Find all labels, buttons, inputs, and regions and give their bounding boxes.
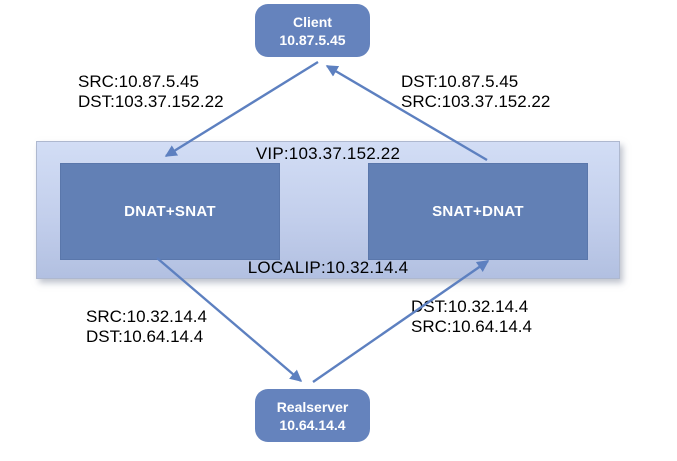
packet-label-line: DST:10.32.14.4 [411,297,529,316]
packet-label-line: DST:10.87.5.45 [401,72,519,91]
packet-label-realserver-to-lb: DST:10.32.14.4 SRC:10.64.14.4 [411,297,532,337]
realserver-node-ip: 10.64.14.4 [279,416,346,433]
packet-label-line: SRC:103.37.152.22 [401,92,551,111]
packet-label-lb-to-client: DST:10.87.5.45 SRC:103.37.152.22 [401,72,550,112]
packet-label-lb-to-realserver: SRC:10.32.14.4 DST:10.64.14.4 [86,307,207,347]
packet-label-client-to-lb: SRC:10.87.5.45 DST:103.37.152.22 [78,72,224,112]
vip-label: VIP:103.37.152.22 [255,144,401,163]
dnat-snat-label: DNAT+SNAT [124,203,216,220]
realserver-node-title: Realserver [276,398,349,415]
snat-dnat-box: SNAT+DNAT [368,163,588,260]
packet-label-line: SRC:10.32.14.4 [86,307,207,326]
client-node: Client 10.87.5.45 [255,4,370,57]
realserver-node: Realserver 10.64.14.4 [255,389,370,442]
packet-label-line: SRC:10.64.14.4 [411,317,532,336]
snat-dnat-label: SNAT+DNAT [432,203,524,220]
client-node-title: Client [293,13,332,30]
packet-label-line: DST:10.64.14.4 [86,327,204,346]
packet-label-line: SRC:10.87.5.45 [78,72,199,91]
localip-label: LOCALIP:10.32.14.4 [247,258,409,277]
packet-label-line: DST:103.37.152.22 [78,92,224,111]
client-node-ip: 10.87.5.45 [279,31,346,48]
dnat-snat-box: DNAT+SNAT [60,163,280,260]
